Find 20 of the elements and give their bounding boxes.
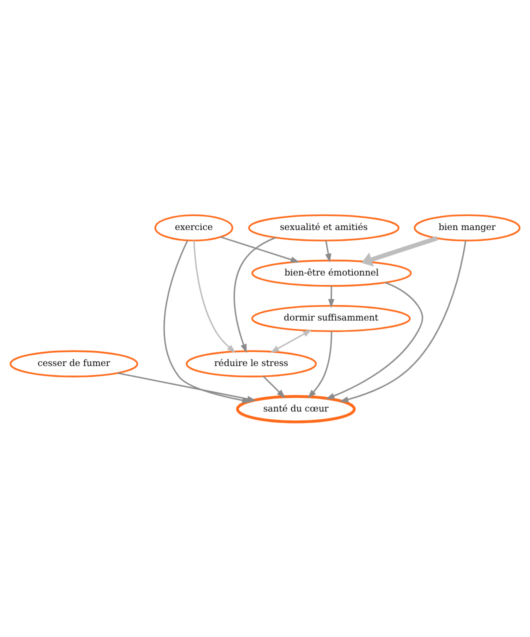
node-ellipse: dormir suffisamment [251,304,411,332]
arrow [117,372,256,402]
arrow [262,376,286,398]
arrow [361,236,438,267]
arrow [328,286,334,308]
arrow [220,236,300,263]
arrow [193,240,236,353]
arrow [339,240,466,403]
arrow [163,240,252,404]
arrow [270,330,312,353]
node-ellipse: bien-être émotionnel [251,260,412,287]
node-ellipse: bien manger [414,214,520,242]
arrow [234,236,276,354]
arrow [325,240,332,263]
arrow [308,331,332,398]
node-ellipse: réduire le stress [186,350,317,378]
node-ellipse: cesser de fumer [10,350,138,378]
arrow [326,282,424,400]
node-ellipse: sexualité et amitiés [248,214,400,242]
node-ellipse: exercice [154,214,234,242]
